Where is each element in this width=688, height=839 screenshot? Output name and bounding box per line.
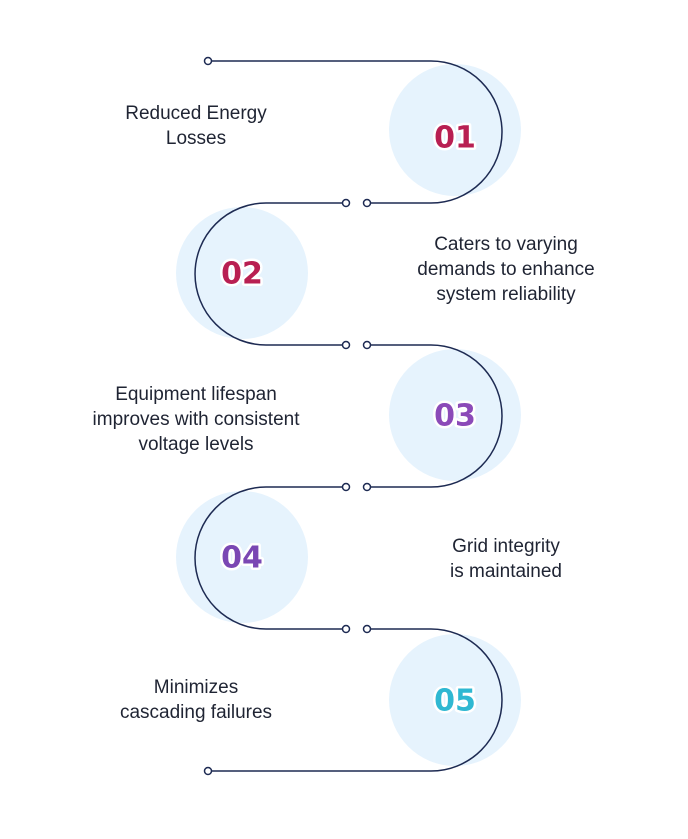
step-3-disc <box>389 349 521 481</box>
step-2-disc <box>176 207 308 339</box>
connector-line <box>194 60 503 772</box>
step-4-disc <box>176 491 308 623</box>
step-3-number: 03 <box>434 399 476 434</box>
joint-marker <box>362 198 372 208</box>
joint-marker <box>362 624 372 634</box>
step-2-number: 02 <box>221 257 263 292</box>
joint-marker <box>362 482 372 492</box>
step-1-disc <box>389 64 521 196</box>
step-5-text: Minimizes cascading failures <box>119 677 273 723</box>
step-4-number: 04 <box>221 541 263 576</box>
joint-marker <box>341 482 351 492</box>
joint-marker <box>341 340 351 350</box>
joint-marker <box>341 624 351 634</box>
joint-marker <box>362 340 372 350</box>
joint-marker <box>341 198 351 208</box>
step-3-text: Equipment lifespan improves with consist… <box>92 384 300 455</box>
step-4-text: Grid integrity is maintained <box>450 536 562 582</box>
step-2-text: Caters to varying demands to enhance sys… <box>417 234 595 305</box>
step-5-number: 05 <box>434 684 476 719</box>
step-5-disc <box>389 634 521 766</box>
start-marker <box>203 56 213 66</box>
end-marker <box>203 766 213 776</box>
step-1-text: Reduced Energy Losses <box>125 103 267 149</box>
step-1-number: 01 <box>434 121 476 156</box>
